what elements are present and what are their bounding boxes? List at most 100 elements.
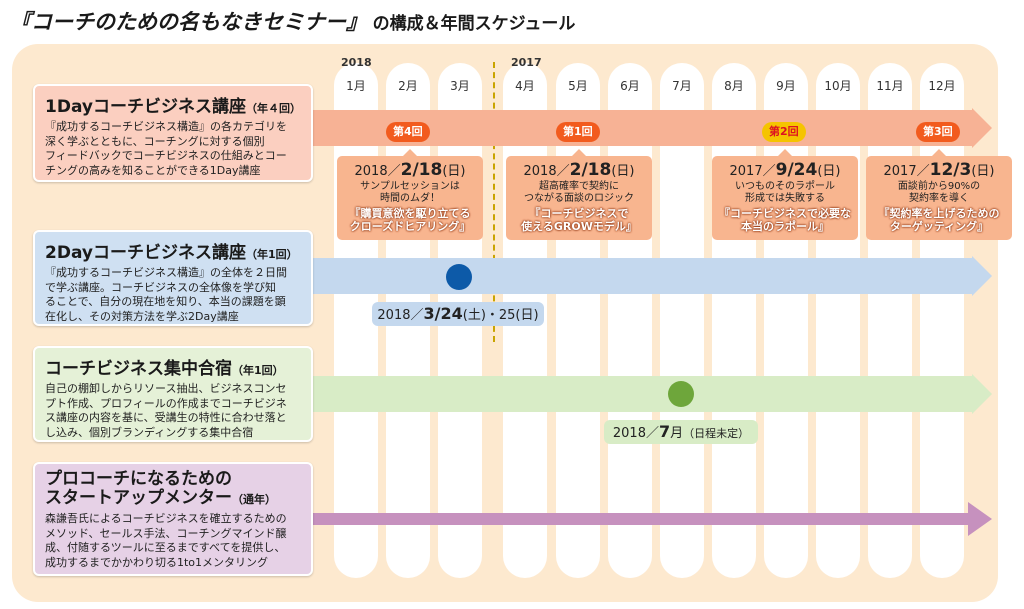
program-name: 1Dayコーチビジネス講座 [45,97,246,117]
band-1day [250,110,972,146]
event-day: 3/24 [423,304,463,323]
event-date-camp: 2018／7月（日程未定） [604,420,758,444]
program-description: 『成功するコーチビジネス構造』の各カテゴリを 深く学ぶとともに、コーチングに対す… [45,120,301,178]
program-description: 『成功するコーチビジネス構造』の全体を２日間 で学ぶ講座。コーチビジネスの全体像… [45,266,301,324]
session-weekday: (日) [611,164,635,179]
month-label: 11月 [876,79,904,93]
session-description: いつものそのラポール形成では失敗する [712,181,858,205]
topic-line: 『購買意欲を駆り立てる [349,207,471,220]
program-card-mentor: プロコーチになるためのスタートアップメンター（通年） 森謙吾氏によるコーチビジネ… [33,462,313,576]
event-note: （日程未定） [683,427,750,440]
event-year: 2018／ [612,426,659,441]
desc-line: 面談前から90%の [897,181,981,192]
desc-line: サンプルセッションは [360,181,460,192]
event-month: 7 [658,422,671,441]
topic-line: 『コーチビジネスで必要な [719,207,851,220]
page-title-main: 『コーチのための名もなきセミナー』 [10,10,367,34]
desc-line: いつものそのラポール [735,181,835,192]
program-frequency: （年1回） [232,364,284,377]
session-weekday: (日) [442,164,466,179]
month-column [816,63,860,578]
month-column [660,63,704,578]
session-topic: 『コーチビジネスで必要な本当のラポール』 [712,207,858,233]
session-description: 面談前から90%の契約率を導く [866,181,1012,205]
program-frequency: （年1回） [245,248,298,261]
desc-line: 深く学ぶとともに、コーチングに対する個別 [45,134,265,148]
session-year: 2018／ [523,164,570,179]
desc-line: メソッド、セールス手法、コーチングマインド醸 [45,526,287,540]
month-column [556,63,600,578]
session-topic: 『契約率を上げるためのターゲッティング』 [866,207,1012,233]
session-badge-3: 第3回 [916,122,960,142]
month-column [764,63,808,578]
desc-line: プト作成、プロフィールの作成までコーチビジネ [45,396,287,410]
session-topic: 『購買意欲を駆り立てるクローズドヒアリング』 [337,207,483,233]
program-title: 2Dayコーチビジネス講座（年1回） [45,238,301,263]
event-year: 2018／ [377,308,424,323]
month-label: 8月 [724,79,744,93]
year-label-2017: 2017 [511,56,542,69]
month-label: 2月 [398,79,418,93]
session-description: 超高確率で契約につながる面談のロジック [506,181,652,205]
session-description: サンプルセッションは時間のムダ！ [337,181,483,205]
band-camp-arrow [972,374,992,414]
session-badge-1: 第1回 [556,122,600,142]
month-label: 1月 [346,79,366,93]
session-badge-4: 第4回 [386,122,430,142]
program-description: 自己の棚卸しからリソース抽出、ビジネスコンセ プト作成、プロフィールの作成までコ… [45,382,301,440]
session-card-2: 2017／9/24(日) いつものそのラポール形成では失敗する 『コーチビジネス… [712,149,858,240]
program-title: プロコーチになるためのスタートアップメンター（通年） [45,470,301,509]
desc-line: 自己の棚卸しからリソース抽出、ビジネスコンセ [45,382,287,395]
session-day: 2/18 [569,160,612,180]
session-date: 2017／12/3(日) [866,160,1012,180]
session-card-3: 2017／12/3(日) 面談前から90%の契約率を導く 『契約率を上げるための… [866,149,1012,240]
event-dot-2day [446,264,472,290]
band-mentor-arrow [968,502,992,536]
topic-line: 本当のラポール』 [741,220,829,233]
month-column [712,63,756,578]
band-2day [250,258,972,294]
topic-line: 使えるGROWモデル』 [521,220,637,233]
desc-line: 契約率を導く [909,193,969,204]
session-date: 2018／2/18(日) [506,160,652,180]
desc-line: 超高確率で契約に [539,181,619,192]
desc-line: 時間のムダ！ [380,193,440,204]
program-description: 森謙吾氏によるコーチビジネスを確立するための メソッド、セールス手法、コーチング… [45,512,301,570]
event-month-suffix: 月 [670,426,684,441]
session-date: 2018／2/18(日) [337,160,483,180]
desc-line: 森謙吾氏によるコーチビジネスを確立するための [45,512,287,525]
month-label: 3月 [450,79,470,93]
session-day: 12/3 [929,160,972,180]
topic-line: 『契約率を上げるための [878,207,1000,220]
program-card-1day: 1Dayコーチビジネス講座（年４回） 『成功するコーチビジネス構造』の各カテゴリ… [33,84,313,182]
program-title: 1Dayコーチビジネス講座（年４回） [45,92,301,117]
topic-line: ターゲッティング』 [889,220,989,233]
year-divider [493,62,495,342]
session-topic: 『コーチビジネスで使えるGROWモデル』 [506,207,652,233]
band-1day-arrow [972,108,992,148]
program-name: 2Dayコーチビジネス講座 [45,243,246,263]
topic-line: 『コーチビジネスで [529,207,629,220]
program-card-2day: 2Dayコーチビジネス講座（年1回） 『成功するコーチビジネス構造』の全体を２日… [33,230,313,326]
program-frequency: （年４回） [245,102,301,115]
session-day: 2/18 [400,160,443,180]
event-dot-camp [668,381,694,407]
session-date: 2017／9/24(日) [712,160,858,180]
session-card-4: 2018／2/18(日) サンプルセッションは時間のムダ！ 『購買意欲を駆り立て… [337,149,483,240]
month-label: 7月 [672,79,692,93]
year-label-2018: 2018 [341,56,372,69]
session-card-1: 2018／2/18(日) 超高確率で契約につながる面談のロジック 『コーチビジネ… [506,149,652,240]
desc-line: 在化し、その対策方法を学ぶ2Day講座 [45,309,239,323]
month-label: 6月 [620,79,640,93]
desc-line: つながる面談のロジック [524,193,634,204]
session-day: 9/24 [775,160,818,180]
desc-line: し込み、個別ブランディングする集中合宿 [45,425,254,439]
session-badge-2: 第2回 [762,122,806,142]
desc-line: 『成功するコーチビジネス構造』の全体を２日間 [45,266,287,279]
month-label: 5月 [568,79,588,93]
band-2day-arrow [972,256,992,296]
session-year: 2017／ [729,164,776,179]
page-title-sub: の構成＆年間スケジュール [372,14,576,34]
desc-line: ス講座の内容を基に、受講生の特性に合わせ落と [45,411,287,424]
